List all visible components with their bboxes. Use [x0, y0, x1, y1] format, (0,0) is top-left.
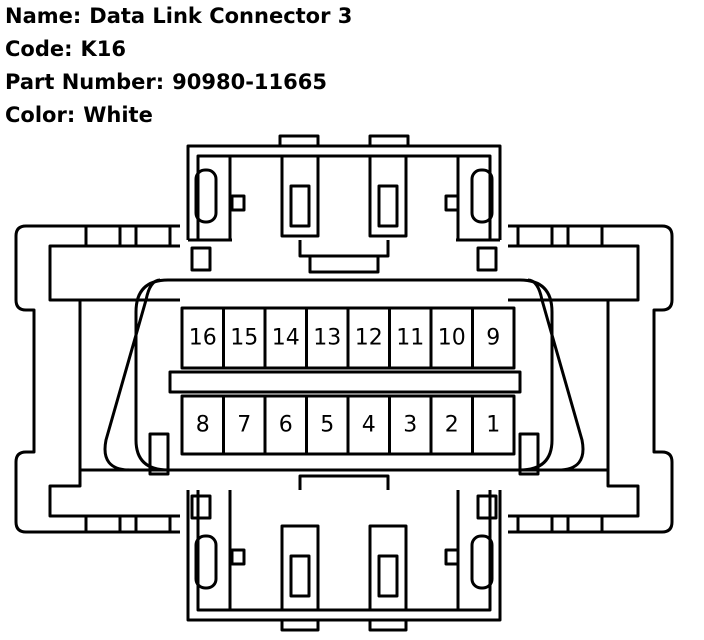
pin-label-10: 10 [438, 326, 466, 351]
pin-label-16: 16 [189, 326, 217, 351]
pin-label-15: 15 [230, 326, 258, 351]
pin-label-2: 2 [445, 413, 459, 438]
pin-label-8: 8 [196, 413, 210, 438]
color-row: Color: White [5, 99, 352, 132]
color-label: Color: [5, 103, 76, 127]
top-housing [186, 134, 502, 274]
pin-label-14: 14 [272, 326, 300, 351]
code-value: K16 [80, 37, 127, 61]
pin-label-13: 13 [313, 326, 341, 351]
pin-label-9: 9 [486, 326, 500, 351]
pin-label-1: 1 [486, 413, 500, 438]
pin-label-5: 5 [320, 413, 334, 438]
connector-info: Name: Data Link Connector 3 Code: K16 Part… [5, 0, 352, 132]
name-label: Name: [5, 4, 82, 28]
part-number-label: Part Number: [5, 70, 165, 94]
pin-label-4: 4 [362, 413, 376, 438]
pin-label-3: 3 [403, 413, 417, 438]
left-flange [14, 224, 180, 534]
pin-label-12: 12 [355, 326, 383, 351]
connector-face [103, 278, 585, 476]
part-number-value: 90980-11665 [172, 70, 327, 94]
pin-frames [180, 306, 516, 456]
name-value: Data Link Connector 3 [89, 4, 353, 28]
code-label: Code: [5, 37, 73, 61]
pin-label-6: 6 [279, 413, 293, 438]
color-value: White [83, 103, 153, 127]
pin-labels: 16 15 14 13 12 11 10 9 8 7 6 5 4 3 2 1 [189, 326, 501, 438]
pin-divider [168, 370, 522, 394]
pin-label-7: 7 [237, 413, 251, 438]
pin-label-11: 11 [396, 326, 424, 351]
name-row: Name: Data Link Connector 3 [5, 0, 352, 33]
code-row: Code: K16 [5, 33, 352, 66]
bottom-housing [186, 474, 502, 632]
part-number-row: Part Number: 90980-11665 [5, 66, 352, 99]
right-flange [508, 224, 674, 534]
